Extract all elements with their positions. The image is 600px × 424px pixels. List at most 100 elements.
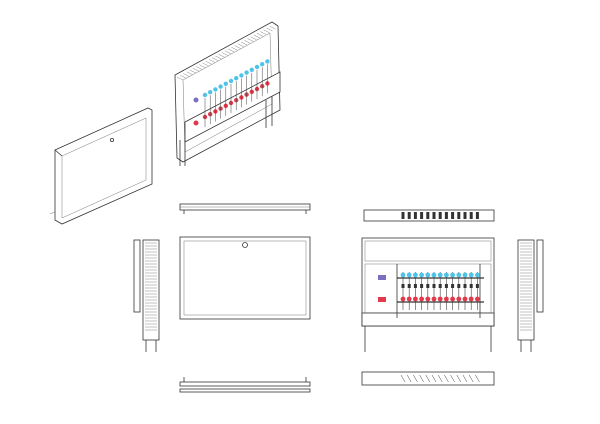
supply-valve <box>456 272 462 278</box>
flow-meter <box>444 284 448 288</box>
bottom-slot <box>419 374 424 383</box>
vent-fin <box>215 55 222 60</box>
flow-meter <box>469 284 473 288</box>
side-view-left <box>133 239 160 352</box>
vent-fin <box>189 69 196 74</box>
top-port <box>413 212 417 219</box>
flow-meter <box>438 284 442 288</box>
vent-fin <box>221 52 228 56</box>
flow-meter <box>475 284 479 288</box>
flow-meter <box>407 284 411 288</box>
top-port <box>432 212 436 219</box>
vent-fin <box>240 41 248 46</box>
bottom-slot <box>431 374 437 383</box>
vent-fin <box>212 57 219 61</box>
top-port <box>475 212 479 219</box>
vent-fin <box>237 43 244 47</box>
bottom-slot <box>462 374 468 383</box>
flow-meter <box>457 284 461 288</box>
supply-valve <box>254 64 260 70</box>
flow-meter <box>463 284 467 288</box>
bottom-view-cabinet <box>361 371 495 386</box>
supply-valve <box>223 81 228 87</box>
supply-valve <box>425 272 431 278</box>
door-lock-icon <box>110 137 115 142</box>
vent-fin <box>196 66 203 70</box>
bottom-slot <box>468 374 474 383</box>
vent-fin <box>183 73 190 77</box>
top-port <box>401 212 405 219</box>
vent-fin <box>180 75 187 79</box>
flow-meter <box>420 284 424 288</box>
vent-fin <box>231 47 238 51</box>
vent-fin <box>224 50 232 54</box>
bottom-slot <box>450 374 455 383</box>
bottom-slot <box>475 374 480 383</box>
front-view-cabinet <box>361 237 495 352</box>
top-port <box>426 212 430 219</box>
supply-valve <box>239 73 244 78</box>
supply-valve <box>202 92 208 98</box>
gauge-return <box>193 120 199 126</box>
vent-fin <box>186 71 193 75</box>
vent-fin <box>250 36 257 40</box>
supply-valve <box>444 272 449 278</box>
flow-meter <box>401 284 405 288</box>
return-valve <box>462 296 468 302</box>
return-valve <box>413 296 418 302</box>
isometric-open-cabinet <box>174 21 281 166</box>
top-view-door <box>179 203 311 214</box>
return-valve <box>450 296 455 302</box>
supply-valve <box>228 78 234 84</box>
side-view-right <box>517 239 544 352</box>
bottom-slot <box>425 374 431 383</box>
return-valve <box>444 296 449 302</box>
gauge-supply <box>193 97 199 103</box>
flow-meter <box>432 284 436 288</box>
flow-meter <box>426 284 430 288</box>
vent-fin <box>253 34 260 39</box>
vent-fin <box>218 54 225 58</box>
return-valve <box>437 296 443 302</box>
bottom-slot <box>456 374 462 383</box>
return-valve <box>406 296 412 302</box>
vent-fin <box>199 64 206 68</box>
return-valve <box>468 296 474 302</box>
bottom-slot <box>406 374 412 383</box>
bottom-slot <box>413 374 418 383</box>
vent-fin <box>269 26 276 30</box>
gauge-return <box>378 297 386 302</box>
supply-valve <box>249 67 254 73</box>
return-valve <box>425 296 431 302</box>
supply-valve <box>462 272 468 278</box>
vent-fin <box>192 68 200 72</box>
supply-valve <box>406 272 412 278</box>
vent-fin <box>234 45 241 49</box>
return-valve <box>400 296 406 302</box>
top-port <box>444 212 448 219</box>
supply-valve <box>265 59 270 64</box>
top-port <box>407 212 411 219</box>
isometric-door <box>49 107 153 225</box>
gauge-supply <box>378 275 386 280</box>
vent-fin <box>247 38 254 42</box>
top-port <box>451 212 455 219</box>
supply-valve <box>260 61 265 67</box>
top-port <box>457 212 461 219</box>
supply-valve <box>475 272 480 278</box>
vent-fin <box>202 62 209 67</box>
supply-valve <box>234 76 239 81</box>
supply-valve <box>413 272 418 278</box>
supply-valve <box>419 272 424 278</box>
door-lock-icon <box>242 242 248 248</box>
vent-fin <box>244 40 251 44</box>
flow-meter <box>413 284 417 288</box>
supply-valve <box>213 87 218 92</box>
supply-valve <box>437 272 443 278</box>
supply-valve <box>400 272 406 278</box>
vent-fin <box>260 31 267 35</box>
supply-valve <box>208 90 213 95</box>
top-port <box>469 212 473 219</box>
vent-fin <box>256 33 264 37</box>
